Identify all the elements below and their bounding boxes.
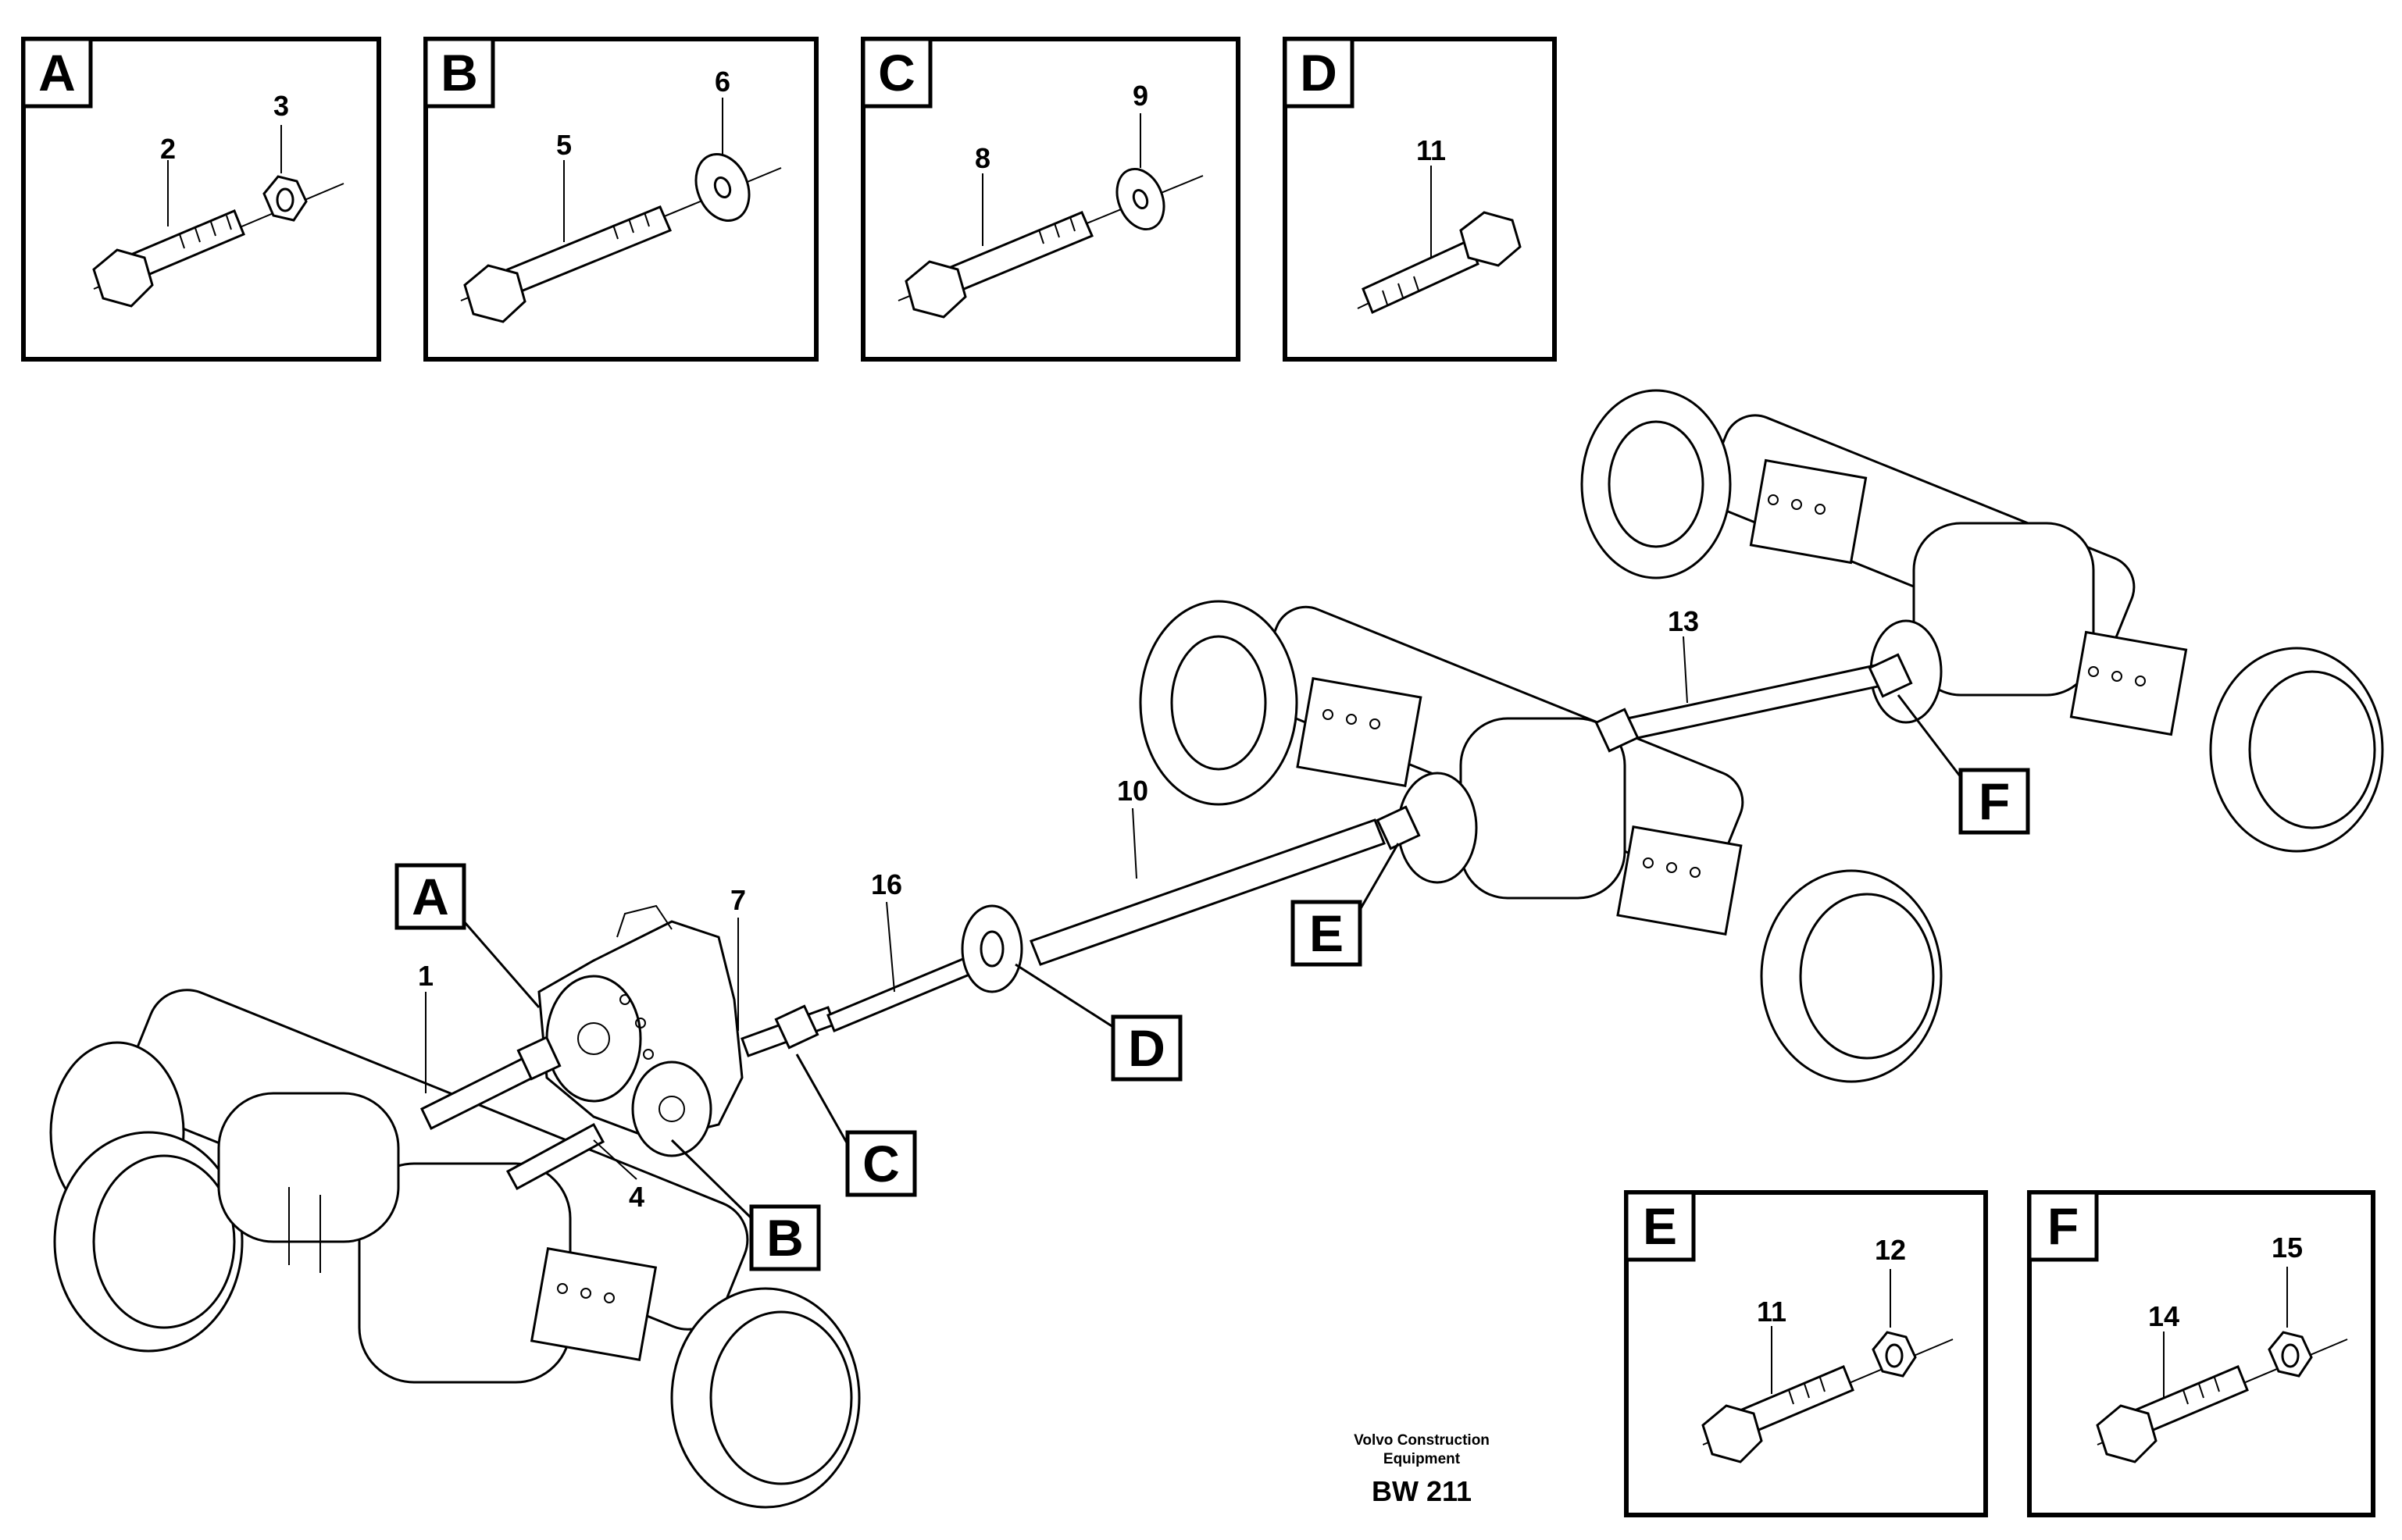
inset-a-tag [21, 37, 93, 109]
callout-11-e: 11 [1757, 1296, 1786, 1328]
shaft-10 [1030, 818, 1386, 966]
shaft-4 [505, 1122, 605, 1191]
inset-e: E 11 12 [1624, 1190, 1988, 1517]
inset-e-letter: E [1643, 1197, 1677, 1255]
footer-company-line2: Equipment [1383, 1451, 1461, 1467]
inset-c-tag [861, 37, 933, 109]
callout-4: 4 [629, 1181, 644, 1213]
driveline-illustration: 1 4 7 16 10 13 A B C D [49, 389, 2384, 1509]
callout-9: 9 [1133, 80, 1148, 112]
bolt-icon [1357, 211, 1522, 315]
shaft-16 [826, 955, 976, 1032]
callout-16: 16 [871, 868, 902, 900]
ref-b: B [766, 1209, 804, 1267]
inset-b-tag [423, 37, 495, 109]
rear-axle [1580, 389, 2384, 853]
ref-e: E [1309, 904, 1344, 962]
nut-icon [262, 175, 308, 222]
inset-f: F 14 15 [2027, 1190, 2375, 1517]
shaft-13 [1608, 662, 1890, 744]
inset-d: D 11 [1283, 37, 1557, 362]
ref-c: C [862, 1135, 900, 1192]
main-refs: A B C D E F [394, 694, 2030, 1271]
middle-axle [1139, 600, 1943, 1083]
callout-1: 1 [418, 960, 434, 992]
nut-icon [1872, 1331, 1917, 1378]
footer-company-line1: Volvo Construction [1354, 1432, 1490, 1449]
inset-c-letter: C [878, 44, 915, 102]
ref-a: A [412, 868, 449, 925]
inset-c: C 8 9 [861, 37, 1240, 362]
callout-5: 5 [556, 129, 572, 161]
ref-d: D [1128, 1019, 1165, 1077]
bolt-icon [898, 175, 1204, 319]
bolt-icon [92, 183, 344, 308]
inset-e-tag [1624, 1190, 1696, 1262]
callout-7: 7 [730, 884, 746, 916]
inset-f-letter: F [2047, 1197, 2079, 1255]
footer: Volvo Construction Equipment BW 211 [1354, 1432, 1490, 1507]
front-axle [49, 989, 861, 1509]
callout-8: 8 [975, 142, 990, 174]
callout-6: 6 [715, 66, 730, 98]
callout-10: 10 [1117, 775, 1148, 807]
callout-11: 11 [1416, 134, 1446, 166]
main-callouts: 1 4 7 16 10 13 [418, 605, 1699, 1213]
inset-a: A 2 3 [21, 37, 381, 362]
bolt-icon [460, 167, 782, 323]
inset-d-letter: D [1300, 44, 1337, 102]
inset-b: B 5 6 [423, 37, 819, 362]
callout-15: 15 [2272, 1232, 2303, 1264]
callout-12: 12 [1875, 1234, 1906, 1266]
bolt-icon [1701, 1339, 1954, 1463]
washer-icon [694, 152, 751, 223]
drawing-code: BW 211 [1372, 1475, 1472, 1507]
callout-13: 13 [1668, 605, 1699, 637]
washer-icon [1115, 167, 1165, 231]
callout-3: 3 [273, 90, 289, 122]
ref-f: F [1979, 772, 2010, 830]
drive-shafts [420, 653, 1913, 1191]
callout-2: 2 [160, 133, 176, 165]
inset-d-tag [1283, 37, 1354, 109]
inset-a-letter: A [38, 44, 76, 102]
transfer-gearbox [537, 904, 744, 1157]
inset-b-letter: B [441, 44, 478, 102]
callout-14: 14 [2148, 1300, 2179, 1332]
inset-f-tag [2027, 1190, 2099, 1262]
nut-icon [2268, 1331, 2313, 1378]
